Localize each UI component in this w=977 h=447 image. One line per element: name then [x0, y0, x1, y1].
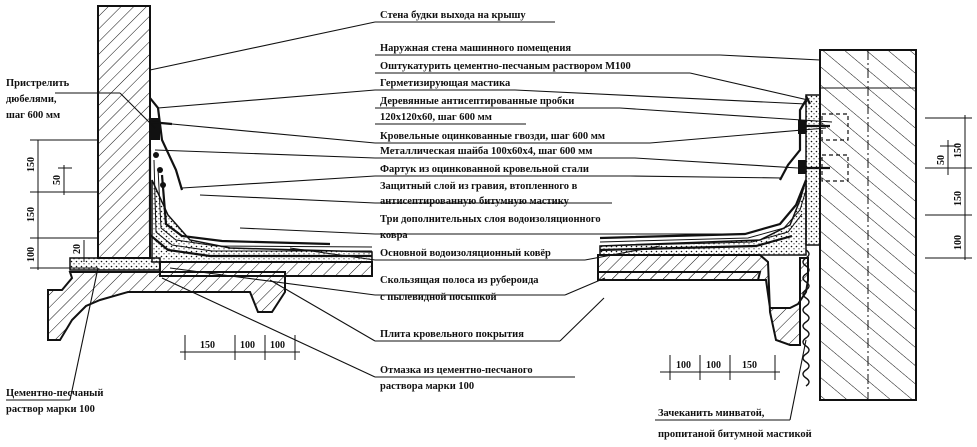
dim-left-150-top: 150	[26, 157, 37, 172]
label-sealant: Герметизирующая мастика	[380, 78, 511, 89]
label-extra-layers: Три дополнительных слоя водоизоляционног…	[380, 214, 601, 225]
label-roof-slab: Плита кровельного покрытия	[380, 329, 524, 340]
dim-right-h-100a: 100	[676, 360, 691, 371]
label-wood-plugs-size: 120х120х60, шаг 600 мм	[380, 112, 492, 123]
label-gravel-2: антисептированную битумную мастику	[380, 196, 570, 207]
label-sliding-strip: Скользящая полоса из рубероида	[380, 275, 539, 286]
label-dowels-3: шаг 600 мм	[6, 110, 60, 121]
left-slope-screed	[151, 179, 373, 263]
label-plaster: Оштукатурить цементно-песчаным раствором…	[380, 61, 631, 72]
right-slab	[597, 254, 809, 346]
right-caulk-seam	[802, 249, 810, 387]
dim-right-h-150: 150	[742, 360, 757, 371]
dim-right-h-100b: 100	[706, 360, 721, 371]
right-assembly	[597, 49, 917, 401]
label-main-carpet: Основной водоизоляционный ковёр	[380, 248, 551, 259]
left-washer	[150, 118, 160, 140]
label-extra-layers-2: ковра	[380, 230, 408, 241]
right-apron	[779, 99, 807, 181]
label-screed-2: раствора марки 100	[380, 381, 474, 392]
dim-left-h-100a: 100	[240, 340, 255, 351]
dimension-labels: 150 50 150 100 20 150 100 100 50 150 150…	[26, 143, 964, 371]
label-gravel: Защитный слой из гравия, втопленного в	[380, 181, 578, 192]
dim-right-150b: 150	[953, 191, 964, 206]
right-slab-lower	[597, 271, 762, 281]
label-booth-wall: Стена будки выхода на крышу	[380, 10, 526, 21]
booth-wall	[97, 5, 151, 259]
dim-left-h-150: 150	[200, 340, 215, 351]
label-sliding-strip-2: с пылевидной посыпкой	[380, 292, 497, 303]
label-caulk-2: пропитаной битумной мастикой	[658, 429, 812, 440]
label-washer: Металлическая шайба 100х60х4, шаг 600 мм	[380, 146, 592, 157]
right-dimensions	[660, 115, 972, 380]
left-apron	[149, 97, 184, 191]
annotation-labels: Стена будки выхода на крышу Наружная сте…	[6, 10, 812, 440]
dim-left-100: 100	[26, 247, 37, 262]
left-slab-edge	[47, 271, 286, 341]
dim-left-50: 50	[52, 175, 63, 185]
dim-right-150a: 150	[953, 143, 964, 158]
label-dowels-2: дюбелями,	[6, 94, 57, 105]
label-wood-plugs: Деревянные антисептированные пробки	[380, 96, 574, 107]
dim-left-h-100b: 100	[270, 340, 285, 351]
leader-lines	[6, 21, 833, 421]
label-screed: Отмазка из цементно-песчаного	[380, 365, 533, 376]
dim-right-50: 50	[936, 155, 947, 165]
label-dowels: Пристрелить	[6, 78, 70, 89]
dim-left-20: 20	[72, 244, 83, 254]
label-machine-room-wall: Наружная стена машинного помещения	[380, 43, 571, 54]
dim-left-150-mid: 150	[26, 207, 37, 222]
left-slab-top	[159, 261, 373, 277]
right-plaster	[805, 94, 821, 246]
label-caulk: Зачеканить минватой,	[658, 408, 765, 419]
dim-right-100: 100	[953, 235, 964, 250]
label-apron: Фартук из оцинкованной кровельной стали	[380, 164, 589, 175]
label-nails: Кровельные оцинкованные гвозди, шаг 600 …	[380, 131, 605, 142]
left-assembly	[47, 5, 373, 341]
left-dimensions	[30, 139, 300, 360]
label-mortar: Цементно-песчаный	[6, 388, 103, 399]
label-mortar-2: раствор марки 100	[6, 404, 95, 415]
